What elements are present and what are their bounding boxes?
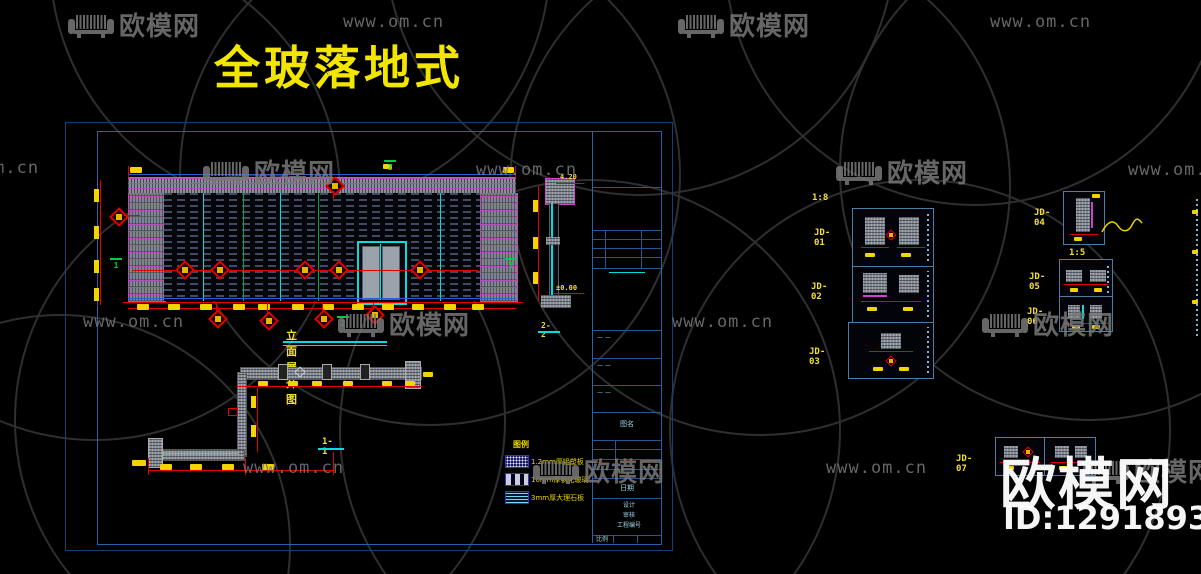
watermark-brand: 欧模网 bbox=[203, 153, 335, 190]
watermark-brand: 欧模网 bbox=[982, 305, 1114, 342]
watermark-brand: 欧模网 bbox=[678, 6, 810, 43]
section-marker-top: 2 bbox=[384, 160, 396, 172]
watermark-brand: 欧模网 bbox=[836, 153, 968, 190]
sofa-icon bbox=[836, 158, 882, 186]
section-marker-left: 1 bbox=[110, 258, 122, 270]
site-logo-id: ID:1291893 bbox=[1003, 499, 1201, 537]
watermark-site: www.om.cn bbox=[343, 12, 445, 32]
jd07-label: JD-07 bbox=[956, 454, 973, 474]
legend-title: 图例 bbox=[513, 440, 529, 449]
legend-swatch-2 bbox=[505, 473, 529, 486]
sofa-icon bbox=[338, 310, 384, 338]
watermark-brand: 欧模网 bbox=[338, 305, 470, 342]
legend-swatch-3 bbox=[505, 491, 529, 504]
jd05-label: JD-05 bbox=[1029, 272, 1046, 292]
watermark-site: www.om.cn bbox=[990, 12, 1092, 32]
title-block-date-label: 日期 bbox=[620, 484, 634, 492]
jd03-detail-box bbox=[848, 322, 934, 379]
jd02-label: JD-02 bbox=[811, 282, 828, 302]
title-block-project-label: 工程编号 bbox=[617, 522, 642, 529]
jd04-label: JD-04 bbox=[1034, 208, 1051, 228]
jd02-detail-box bbox=[852, 266, 934, 323]
jd07-detail-box-a bbox=[995, 437, 1045, 476]
scale-1-8: 1:8 bbox=[812, 193, 829, 203]
jd06-label: JD-06 bbox=[1027, 307, 1044, 327]
legend-item-3: 3mm厚大理石板 bbox=[531, 494, 585, 502]
page-title: 全玻落地式 bbox=[214, 41, 464, 95]
jd05-detail-box bbox=[1059, 259, 1113, 297]
section-2-2-label: 2-2 bbox=[541, 321, 551, 339]
scale-1-5: 1:5 bbox=[1069, 248, 1086, 258]
watermark-brand: 欧模网 bbox=[68, 6, 200, 43]
title-block-check-label: 审核 bbox=[623, 512, 636, 519]
watermark-site: www.om.cn bbox=[476, 160, 578, 180]
level-bottom: ±0.00 bbox=[556, 284, 578, 292]
watermark-site: www.om.cn bbox=[0, 158, 40, 178]
watermark-site: www.om.cn bbox=[83, 312, 185, 332]
jd01-label: JD-01 bbox=[814, 228, 831, 248]
title-block-scale-label: 比例 bbox=[596, 536, 609, 543]
watermark-site: www.om.cn bbox=[243, 458, 345, 478]
sofa-icon bbox=[203, 158, 249, 186]
watermark-site: www.om.cn bbox=[826, 458, 928, 478]
title-block-design-label: 设计 bbox=[623, 502, 636, 509]
level-top: 4.20 bbox=[560, 173, 577, 181]
jd06-detail-box bbox=[1059, 296, 1113, 332]
sofa-icon bbox=[533, 457, 579, 485]
sofa-icon bbox=[982, 310, 1028, 338]
jd04-detail-box bbox=[1063, 191, 1105, 245]
section-marker-right: 1 bbox=[505, 258, 517, 270]
sheet-frame-outer bbox=[65, 122, 673, 551]
break-line-symbol bbox=[1101, 218, 1143, 233]
legend-item-1: 1.2mm厚铝塑板 bbox=[531, 458, 584, 466]
sofa-icon bbox=[68, 11, 114, 39]
title-block: — — — — — — 图名 日期 设计 审核 工程编号 比例 bbox=[592, 131, 661, 543]
watermark-brand: 欧模网 bbox=[533, 452, 665, 489]
sheet-frame-inner bbox=[97, 131, 662, 545]
jd03-label: JD-03 bbox=[809, 347, 826, 367]
sofa-icon bbox=[678, 11, 724, 39]
watermark-site: www.om.cn bbox=[672, 312, 774, 332]
title-block-name-label: 图名 bbox=[620, 420, 634, 428]
site-logo: 欧模网 bbox=[1000, 453, 1174, 518]
section-1-1-label: 1-1 bbox=[322, 437, 333, 457]
jd01-detail-box bbox=[852, 208, 934, 267]
legend-swatch-1 bbox=[505, 455, 529, 468]
legend-item-2: 10mm厚钢化玻璃 bbox=[531, 476, 589, 484]
watermark-site: www.om.cn bbox=[1128, 160, 1201, 180]
watermark-brand: 欧模网 bbox=[1083, 452, 1201, 489]
